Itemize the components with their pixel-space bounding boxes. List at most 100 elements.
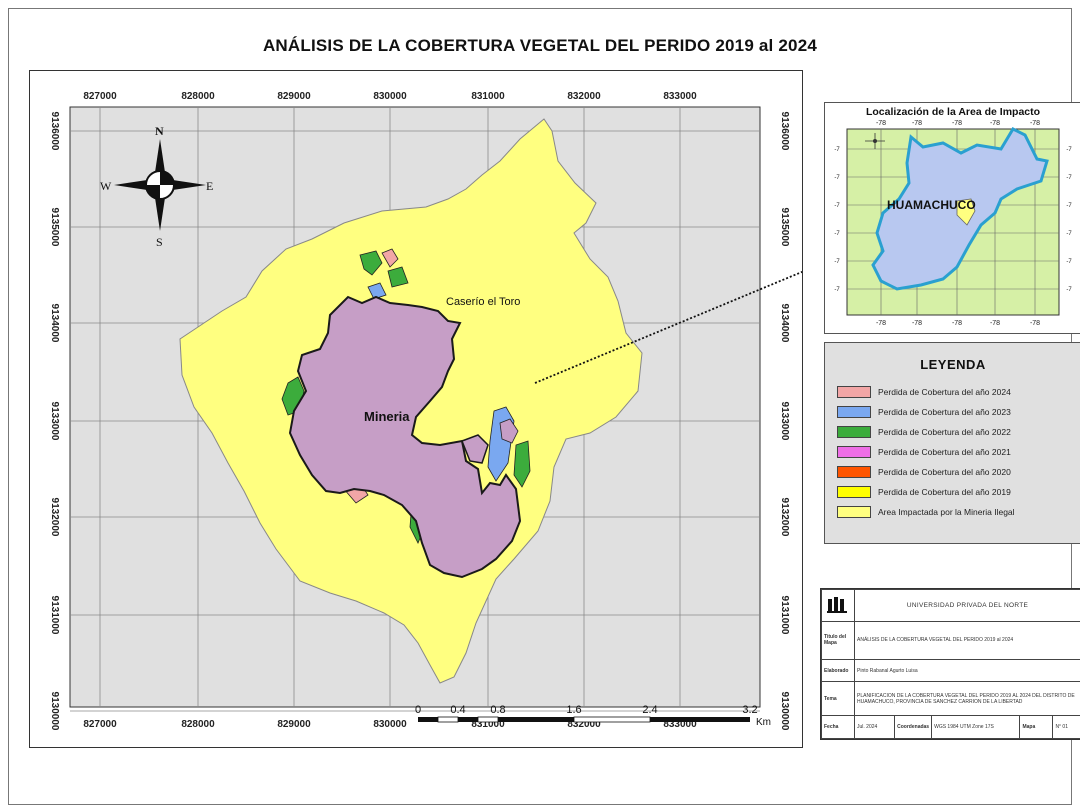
inset-bottom-tick: -78: [952, 320, 962, 327]
loss-patch-2022: [513, 440, 531, 488]
y-tick-label-left: 9136000: [49, 112, 60, 151]
info-label-tema: Tema: [821, 681, 855, 717]
inset-top-tick: -78: [1030, 120, 1040, 127]
title-block-table: UNIVERSIDAD PRIVADA DEL NORTE Titulo del…: [821, 589, 1080, 739]
x-tick-label-top: 833000: [663, 91, 697, 102]
y-tick-label-right: 9136000: [779, 112, 790, 151]
inset-north-arrow: [865, 133, 885, 149]
info-value-elaborado: Pinto Rabanal Agurto Luisa: [854, 658, 1080, 683]
inset-right-tick: -7: [1066, 203, 1072, 209]
legend-item: Area Impactada por la Mineria Ilegal: [837, 505, 1015, 519]
legend: LEYENDA Perdida de Cobertura del año 202…: [824, 342, 1080, 544]
info-label-elaborado: Elaborado: [821, 658, 855, 683]
mining-polygon: [288, 295, 522, 579]
inset-bottom-tick: -78: [912, 320, 922, 327]
inset-bottom-tick: -78: [990, 320, 1000, 327]
loss-patch-2022: [359, 250, 383, 276]
legend-item: Perdida de Cobertura del año 2020: [837, 465, 1011, 479]
legend-swatch: [837, 466, 871, 478]
inset-bottom-tick: -78: [1030, 320, 1040, 327]
university-name: UNIVERSIDAD PRIVADA DEL NORTE: [854, 589, 1080, 622]
inset-top-tick: -78: [990, 120, 1000, 127]
mineria-label: Mineria: [364, 409, 410, 424]
inset-left-tick: -7: [834, 203, 840, 209]
x-tick-label-bottom: 827000: [83, 719, 117, 730]
inset-left-tick: -7: [834, 231, 840, 237]
scale-bar: 0 0.4 0.8 1.6 2.4 3.2 Km: [415, 704, 771, 728]
info-label-mapa: Mapa: [1019, 715, 1054, 739]
inset-left-tick: -7: [834, 259, 840, 265]
huamachuco-label: HUAMACHUCO: [887, 198, 976, 212]
legend-item: Perdida de Cobertura del año 2023: [837, 405, 1011, 419]
university-logo: [821, 589, 855, 622]
legend-label: Area Impactada por la Mineria Ilegal: [878, 507, 1015, 517]
y-tick-label-left: 9132000: [49, 498, 60, 537]
x-tick-label-bottom: 829000: [277, 719, 311, 730]
legend-item: Perdida de Cobertura del año 2024: [837, 385, 1011, 399]
info-value-mapa: N° 01: [1052, 715, 1080, 739]
y-tick-label-right: 9134000: [779, 304, 790, 343]
main-map: 8270008270008280008280008290008290008300…: [49, 91, 911, 731]
loss-patch-2024: [381, 248, 399, 268]
x-tick-label-top: 829000: [277, 91, 311, 102]
info-value-fecha: Jul. 2024: [853, 715, 896, 739]
x-tick-label-bottom: 831000: [471, 719, 505, 730]
inset-right-tick: -7: [1066, 231, 1072, 237]
loss-patch-2023: [499, 418, 519, 444]
university-logo-icon: [827, 596, 847, 613]
inset-right-tick: -7: [1066, 287, 1072, 293]
inset-right-tick: -7: [1066, 147, 1072, 153]
y-tick-label-right: 9135000: [779, 208, 790, 247]
legend-item: Perdida de Cobertura del año 2022: [837, 425, 1011, 439]
scale-tick-label: 0.4: [450, 704, 465, 716]
y-tick-label-left: 9135000: [49, 208, 60, 247]
y-tick-label-right: 9132000: [779, 498, 790, 537]
inset-left-tick: -7: [834, 175, 840, 181]
caserio-label: Caserío el Toro: [446, 296, 520, 308]
x-tick-label-bottom: 832000: [567, 719, 601, 730]
y-tick-label-right: 9133000: [779, 402, 790, 441]
x-tick-label-top: 828000: [181, 91, 215, 102]
inset-top-tick: -78: [952, 120, 962, 127]
x-tick-label-top: 830000: [373, 91, 407, 102]
legend-label: Perdida de Cobertura del año 2024: [878, 387, 1011, 397]
legend-swatch: [837, 386, 871, 398]
inset-right-tick: -7: [1066, 175, 1072, 181]
east-label: E: [206, 179, 213, 193]
scale-tick-label: 3.2: [742, 704, 757, 716]
legend-item: Perdida de Cobertura del año 2019: [837, 485, 1011, 499]
inset-bottom-tick: -78: [876, 320, 886, 327]
scale-tick-label: 1.6: [566, 704, 581, 716]
mining-polygon-detail: [461, 434, 489, 464]
legend-swatch: [837, 446, 871, 458]
legend-label: Perdida de Cobertura del año 2020: [878, 467, 1011, 477]
scale-tick-label: 2.4: [642, 704, 657, 716]
inset-map: -78-78-78-78-78-78-78-78-78-78-7-7-7-7-7…: [834, 120, 1072, 327]
legend-swatch: [837, 406, 871, 418]
inset-left-tick: -7: [834, 287, 840, 293]
scale-tick-label: 0.8: [490, 704, 505, 716]
title-block: UNIVERSIDAD PRIVADA DEL NORTE Titulo del…: [820, 588, 1080, 740]
x-tick-label-top: 827000: [83, 91, 117, 102]
x-tick-label-bottom: 833000: [663, 719, 697, 730]
legend-item: Perdida de Cobertura del año 2021: [837, 445, 1011, 459]
scale-unit: Km: [756, 717, 771, 728]
x-tick-label-top: 831000: [471, 91, 505, 102]
info-label-coordenadas: Coordenadas: [894, 715, 933, 739]
south-label: S: [156, 235, 163, 249]
north-arrow: N S E W: [100, 124, 213, 249]
loss-patch-2022: [387, 266, 409, 288]
inset-title: Localización de la Area de Impacto: [865, 106, 1041, 118]
info-label-fecha: Fecha: [821, 715, 855, 739]
legend-label: Perdida de Cobertura del año 2023: [878, 407, 1011, 417]
scale-tick-label: 0: [415, 704, 421, 716]
legend-swatch: [837, 426, 871, 438]
legend-label: Perdida de Cobertura del año 2022: [878, 427, 1011, 437]
y-tick-label-right: 9130000: [779, 692, 790, 731]
legend-label: Perdida de Cobertura del año 2019: [878, 487, 1011, 497]
info-value-titulo: ANÁLISIS DE LA COBERTURA VEGETAL DEL PER…: [854, 621, 1080, 660]
west-label: W: [100, 179, 112, 193]
y-tick-label-left: 9134000: [49, 304, 60, 343]
inset-top-tick: -78: [876, 120, 886, 127]
